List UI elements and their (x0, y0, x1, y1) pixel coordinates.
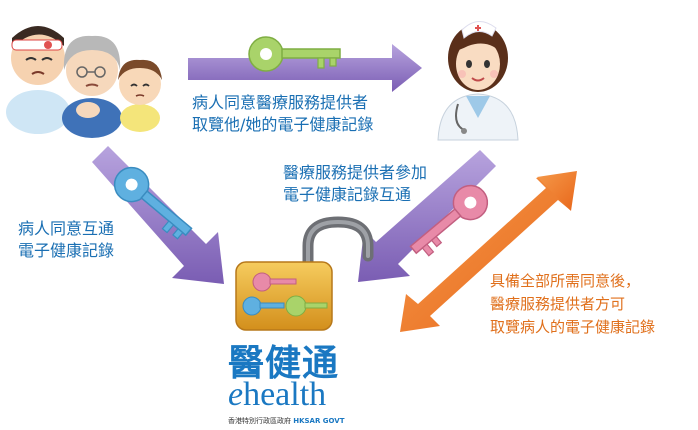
access-line-2: 醫療服務提供者方可 (490, 295, 626, 313)
access-double-arrow (400, 171, 577, 332)
gov-english: HKSAR GOVT (293, 417, 345, 425)
provider-join-line-1: 醫療服務提供者參加 (283, 163, 428, 182)
access-label: 具備全部所需同意後， 醫療服務提供者方可 取覽病人的電子健康記錄 (490, 270, 655, 339)
green-key-icon (248, 36, 341, 72)
ehealth-logo-health: health (243, 376, 327, 413)
provider-join-label: 醫療服務提供者參加 電子健康記錄互通 (283, 162, 427, 206)
top-consent-line-2: 取覽他/她的電子健康記錄 (192, 115, 374, 134)
left-consent-line-2: 電子健康記錄 (18, 241, 115, 260)
provider-join-arrow (358, 150, 496, 282)
access-line-3: 取覽病人的電子健康記錄 (490, 318, 656, 336)
top-consent-arrow (188, 44, 422, 92)
pink-key-icon (409, 184, 489, 257)
left-consent-label: 病人同意互通 電子健康記錄 (18, 218, 114, 262)
top-consent-line-1: 病人同意醫療服務提供者 (192, 93, 369, 112)
provider-join-line-2: 電子健康記錄互通 (283, 185, 412, 204)
access-line-1: 具備全部所需同意後， (490, 272, 641, 290)
top-consent-label: 病人同意醫療服務提供者 取覽他/她的電子健康記錄 (192, 92, 373, 136)
gov-chinese: 香港特別行政區政府 (228, 417, 291, 425)
hksar-govt-caption: 香港特別行政區政府 HKSAR GOVT (228, 416, 345, 426)
left-consent-line-1: 病人同意互通 (18, 219, 115, 238)
padlock-icon (235, 216, 374, 331)
family-patients-icon (6, 26, 162, 138)
doctor-icon (437, 21, 519, 141)
ehealth-logo-e: e (228, 376, 244, 413)
ehealth-logo-english: ehealth (228, 378, 326, 412)
blue-key-icon (113, 166, 193, 240)
left-consent-arrow (92, 146, 224, 284)
ehealth-logo-chinese: 醫健通 (228, 343, 340, 384)
